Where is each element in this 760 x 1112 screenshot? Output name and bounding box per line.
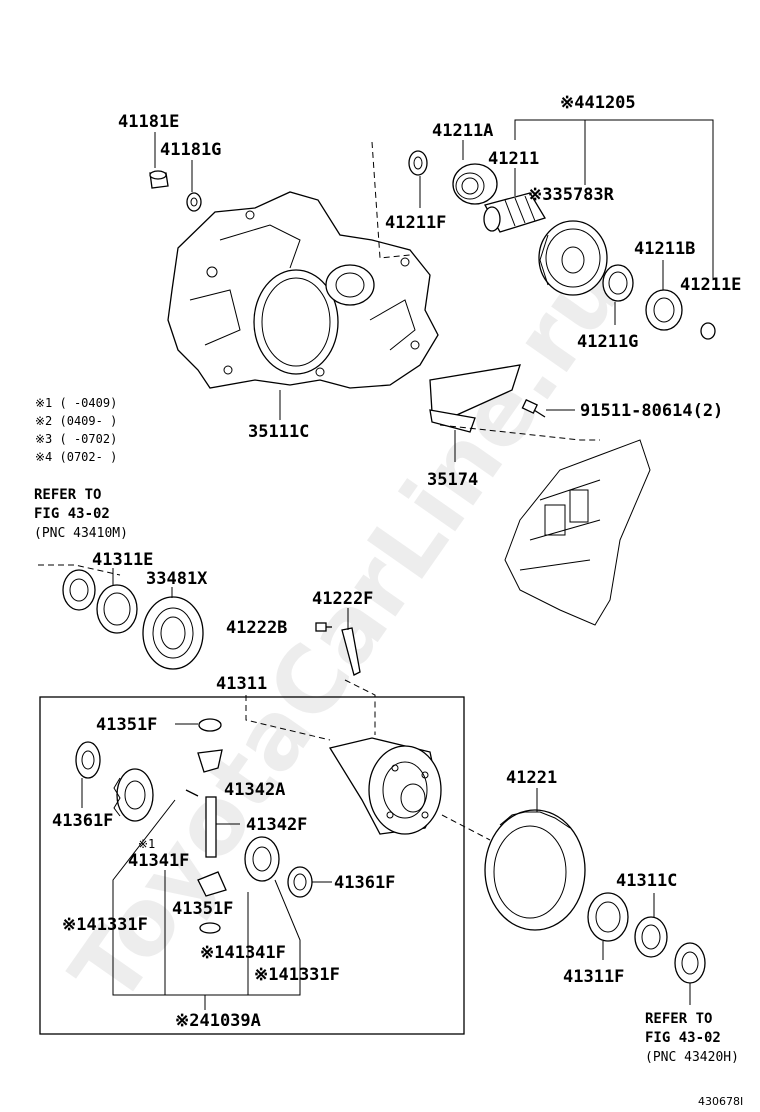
label-41211g: 41211G	[577, 332, 638, 352]
bearing-41211b-part	[645, 289, 683, 331]
pinion-gear-lower-part	[197, 871, 227, 897]
label-41181e: 41181E	[118, 112, 179, 132]
label-41341f-mark: ※1	[138, 837, 155, 851]
oil-seal-right-part	[674, 942, 706, 984]
label-41351f-top: 41351F	[96, 715, 157, 735]
gasket-41181g-part	[186, 192, 202, 212]
differential-case-box	[39, 696, 465, 1035]
label-41331f-left: ※141331F	[62, 915, 148, 935]
refer-left-line-3: (PNC 43410M)	[34, 526, 128, 541]
bolt-41222b-part	[315, 622, 332, 632]
label-41222f: 41222F	[312, 589, 373, 609]
case-silhouette	[504, 439, 651, 626]
label-41331f-right: ※141331F	[254, 965, 340, 985]
cover-35174-part	[429, 364, 521, 433]
label-41361f-right: 41361F	[334, 873, 395, 893]
label-41341f-lower: ※141341F	[200, 943, 286, 963]
label-41311f: 41311F	[563, 967, 624, 987]
oil-seal-41311e-part	[62, 569, 96, 611]
oil-seal-41211f-part	[408, 150, 428, 176]
washer-41351f-part	[198, 718, 222, 732]
label-41342f: 41342F	[246, 815, 307, 835]
washer-lower-part	[199, 922, 221, 934]
shim-41211e-part	[700, 322, 716, 340]
label-35174: 35174	[427, 470, 478, 490]
label-41211b: 41211B	[634, 239, 695, 259]
ring-gear-41221-part	[484, 809, 586, 931]
note-2: ※2 (0409- )	[35, 414, 117, 428]
label-41311e: 41311E	[92, 550, 153, 570]
refer-left: REFER TO FIG 43-02 (PNC 43410M)	[34, 487, 128, 541]
seal-41211g-part	[602, 264, 634, 302]
footnotes: ※1 ( -0409) ※2 (0409- ) ※3 ( -0702) ※4 (…	[35, 396, 117, 464]
refer-right-line-2: FIG 43-02	[645, 1030, 721, 1046]
label-41205: ※441205	[560, 93, 636, 113]
label-41361f-left: 41361F	[52, 811, 113, 831]
label-41211: 41211	[488, 149, 539, 169]
plug-41181e-part	[149, 170, 169, 189]
label-41342a: 41342A	[224, 780, 285, 800]
label-41222b: 41222B	[226, 618, 287, 638]
refer-right-line-3: (PNC 43420H)	[645, 1050, 739, 1065]
label-41211f-top: 41211F	[385, 213, 446, 233]
transaxle-housing-35111c	[167, 191, 439, 389]
bearing-41311f-part	[587, 892, 629, 942]
label-91511: 91511-80614(2)	[580, 401, 723, 421]
label-41221: 41221	[506, 768, 557, 788]
bearing-race-part	[96, 584, 138, 634]
side-gear-right-part	[244, 836, 280, 882]
label-41351f-lower: 41351F	[172, 899, 233, 919]
differential-case-41311-part	[328, 737, 442, 835]
label-41341f: 41341F	[128, 851, 189, 871]
pinion-gear-41341f-part	[197, 749, 223, 773]
refer-right: REFER TO FIG 43-02 (PNC 43420H)	[645, 1011, 739, 1065]
bearing-41211a-part	[452, 163, 498, 205]
seal-41311c-part	[634, 916, 668, 958]
label-41181g: 41181G	[160, 140, 221, 160]
figure-number: 430678I	[698, 1095, 743, 1108]
note-4: ※4 (0702- )	[35, 450, 117, 464]
label-35783r: ※335783R	[528, 185, 615, 205]
label-41211e: 41211E	[680, 275, 741, 295]
label-41311c: 41311C	[616, 871, 677, 891]
side-gear-41331f-part	[113, 768, 154, 822]
label-41039a: ※241039A	[175, 1011, 261, 1031]
washer-41361f-right-part	[287, 866, 313, 898]
bracket-41222f-part	[341, 627, 361, 676]
refer-left-line-1: REFER TO	[34, 487, 101, 503]
note-1: ※1 ( -0409)	[35, 396, 117, 410]
bolt-91511-part	[521, 398, 546, 418]
label-41311: 41311	[216, 674, 267, 694]
label-33481x: 33481X	[146, 569, 208, 589]
drive-pinion-41211-part	[483, 192, 546, 233]
note-3: ※3 ( -0702)	[35, 432, 117, 446]
label-41211a: 41211A	[432, 121, 493, 141]
label-35111c: 35111C	[248, 422, 309, 442]
washer-41361f-part	[75, 741, 101, 779]
pinion-shaft-41342f-part	[205, 796, 217, 858]
refer-right-line-1: REFER TO	[645, 1011, 712, 1027]
gear-35783r-part	[538, 220, 608, 296]
refer-left-line-2: FIG 43-02	[34, 506, 110, 522]
bearing-33481x-part	[142, 596, 204, 670]
